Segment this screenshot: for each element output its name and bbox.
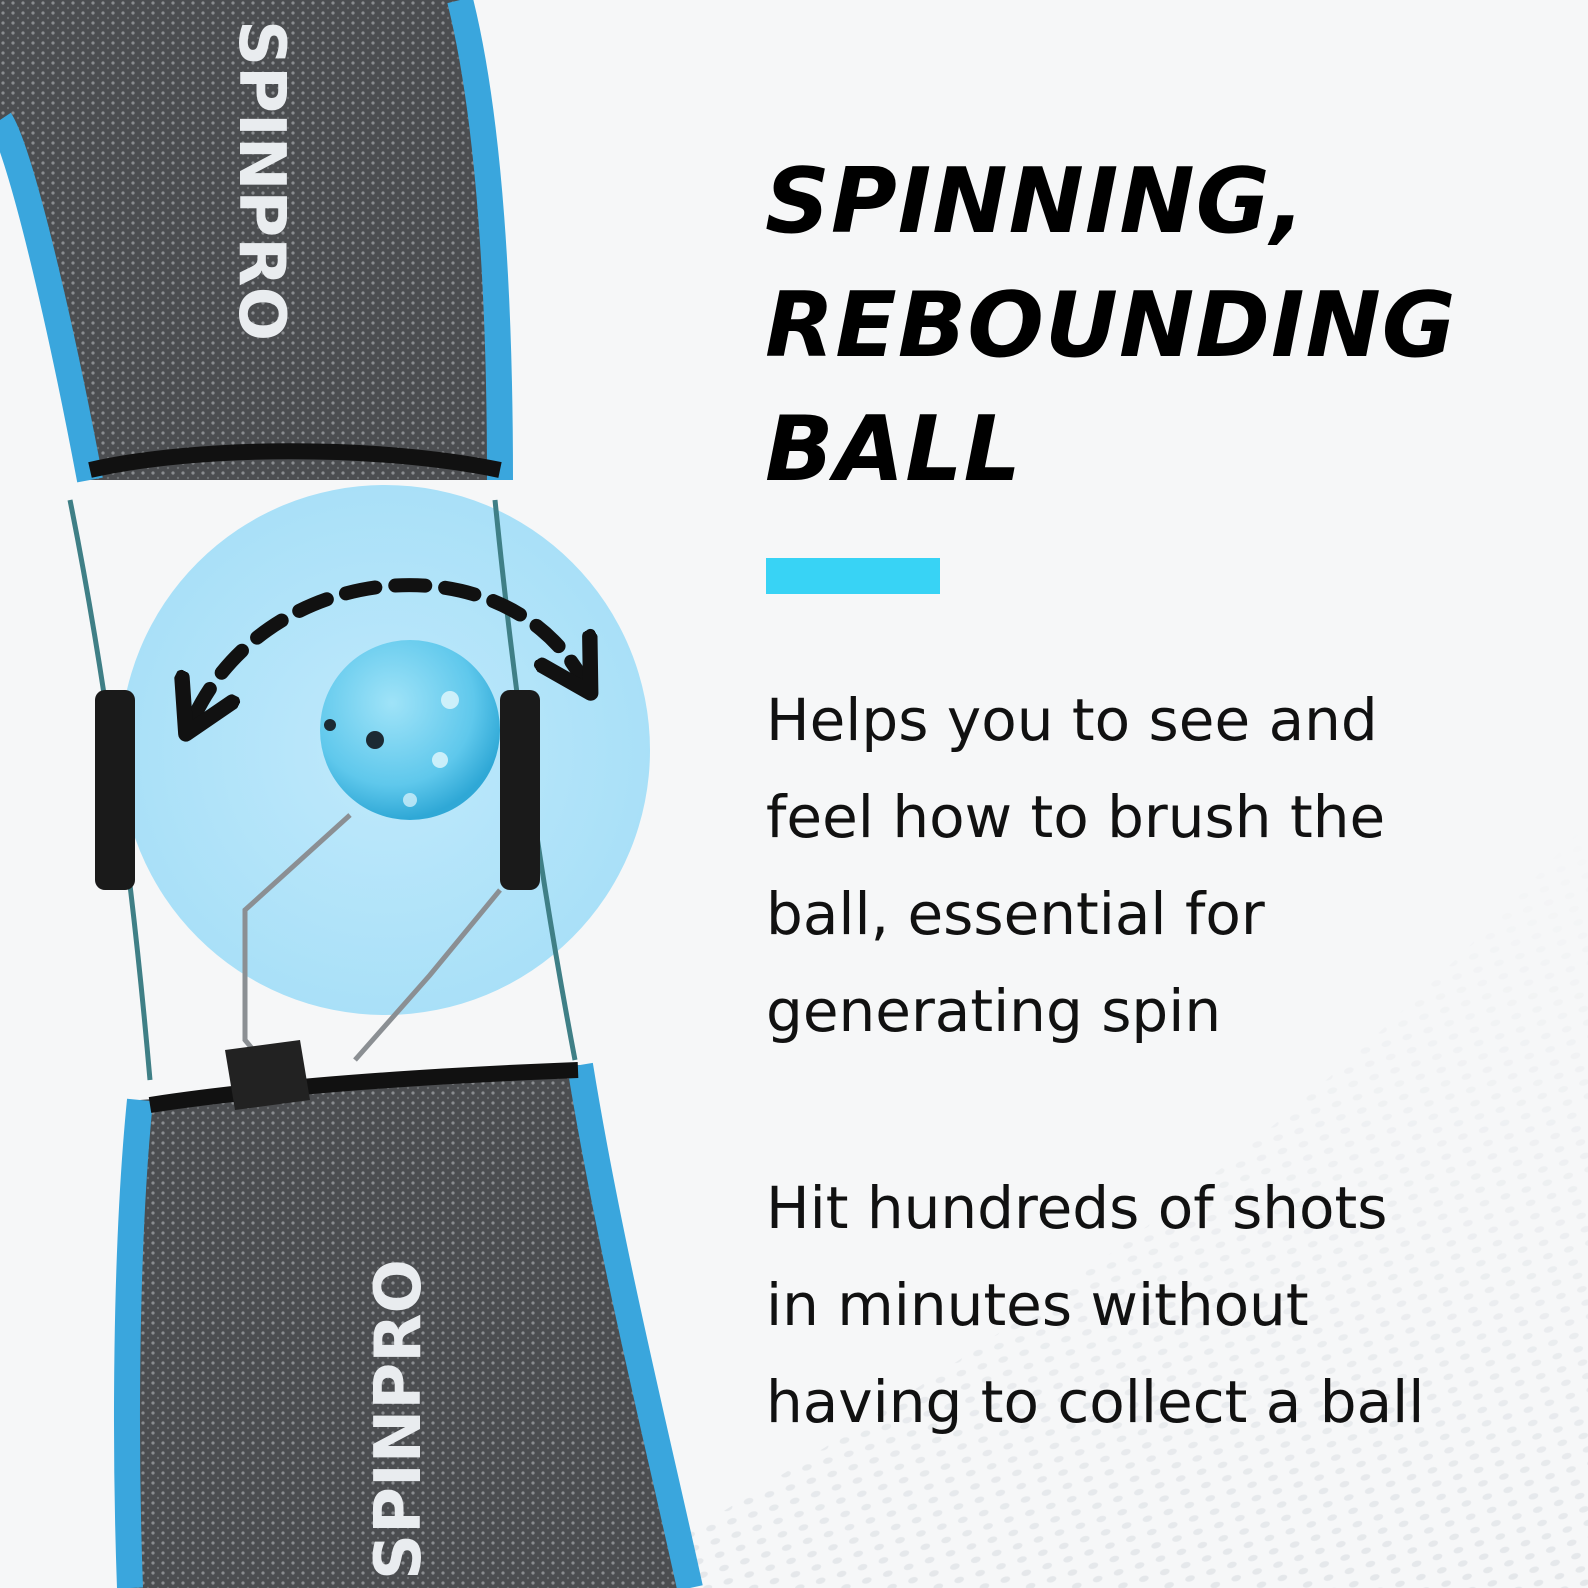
spin-direction-arrow xyxy=(195,578,580,715)
paragraph-1-line: Helps you to see and xyxy=(766,686,1378,754)
lower-pad-logo: SPINPRO xyxy=(362,1259,436,1580)
headline-line-1: SPINNING, xyxy=(765,149,1306,254)
headline-line-3: BALL xyxy=(765,397,1022,502)
body-paragraph-1: Helps you to see and feel how to brush t… xyxy=(766,672,1556,1060)
headline-line-2: REBOUNDING xyxy=(765,273,1457,378)
lower-pad: SPINPRO xyxy=(114,1062,703,1588)
paragraph-1-line: generating spin xyxy=(766,977,1222,1045)
holder-clamp xyxy=(225,1040,310,1110)
practice-ball xyxy=(320,640,500,820)
paragraph-1-line: feel how to brush the xyxy=(766,783,1386,851)
accent-divider xyxy=(766,558,940,594)
paragraph-2-line: in minutes without xyxy=(766,1271,1309,1339)
body-paragraph-2: Hit hundreds of shots in minutes without… xyxy=(766,1160,1556,1451)
paragraph-2-line: having to collect a ball xyxy=(766,1368,1425,1436)
upper-pad: SPINPRO xyxy=(0,0,513,483)
paragraph-2-line: Hit hundreds of shots xyxy=(766,1174,1388,1242)
spinpro-trainer-illustration: SPINPRO SPINPRO xyxy=(0,0,703,1588)
headline: SPINNING, REBOUNDING BALL xyxy=(765,140,1525,512)
upper-pad-logo: SPINPRO xyxy=(224,20,298,341)
paragraph-1-line: ball, essential for xyxy=(766,880,1265,948)
